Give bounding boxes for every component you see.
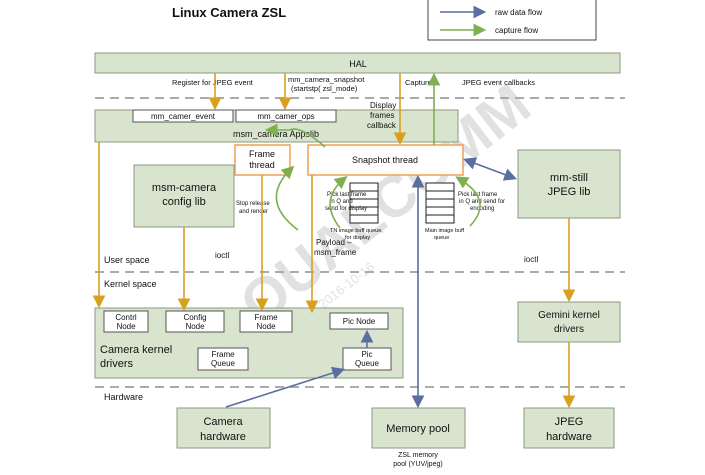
- layer-kernel-space: Kernel space: [104, 279, 157, 289]
- hal-label: HAL: [349, 59, 367, 69]
- legend-capture-label: capture flow: [495, 26, 538, 35]
- note-tn-buf-2: for display: [345, 235, 370, 241]
- pic-queue-label-1: Pic: [361, 350, 372, 359]
- camera-kernel-drivers-label-2: drivers: [100, 358, 134, 370]
- tn-buffer-queue: [349, 182, 379, 224]
- note-pick-encode-2: in Q and send for: [459, 199, 505, 205]
- note-ioctl-left: ioctl: [215, 251, 229, 260]
- appslib-ops-label: mm_camer_ops: [257, 112, 314, 121]
- still-lib-label-1: mm-still: [550, 172, 588, 184]
- note-snapshot-call-2: (startstp( zsl_mode): [291, 84, 358, 93]
- pic-node-label: Pic Node: [343, 317, 376, 326]
- arrow-snapshot-still-lib: [463, 157, 517, 181]
- note-payload-1: Payload –: [316, 238, 352, 247]
- arrow-stop-release: [275, 165, 299, 231]
- note-stop-release-1: Stop release: [236, 201, 270, 207]
- still-lib-box: [517, 149, 621, 219]
- note-display-cb-3: callback: [367, 121, 397, 130]
- layer-hardware: Hardware: [104, 392, 143, 402]
- frame-thread-label-1: Frame: [249, 149, 275, 159]
- hal-box: [94, 52, 621, 74]
- layer-user-space: User space: [104, 255, 150, 265]
- note-capture: Capture: [405, 78, 432, 87]
- jpeg-hardware-box: [523, 407, 615, 449]
- arrow-pick-encode: [455, 176, 481, 227]
- zsl-pool-label-1: ZSL memory: [398, 452, 438, 459]
- snapshot-thread-label: Snapshot thread: [352, 155, 418, 165]
- diagram-title: Linux Camera ZSL: [172, 5, 286, 20]
- gemini-drivers-label-1: Gemini kernel: [538, 310, 600, 321]
- config-node-label-1: Config: [183, 313, 206, 322]
- note-ioctl-right: ioctl: [524, 255, 538, 264]
- note-stop-release-2: and render: [239, 209, 268, 215]
- snapshot-thread-box: [307, 144, 464, 176]
- config-lib-label-1: msm-camera: [152, 182, 217, 194]
- appslib-event-label: mm_camer_event: [151, 112, 216, 121]
- arrow-pick-display: [329, 175, 348, 229]
- frame-queue-label-2: Queue: [211, 359, 236, 368]
- pic-node-box: [329, 312, 389, 330]
- appslib-event-box: [132, 109, 234, 123]
- jpeg-hardware-label-2: hardware: [546, 431, 592, 443]
- frame-node-label-2: Node: [256, 322, 276, 331]
- legend: raw data flow capture flow: [427, 0, 597, 41]
- note-main-buf-2: queue: [434, 235, 449, 241]
- zsl-pool-label-2: pool (YUV/jpeg): [393, 461, 442, 468]
- note-pick-display-2: in Q and: [330, 199, 353, 205]
- frame-node-label-1: Frame: [254, 313, 278, 322]
- camera-hardware-label-1: Camera: [203, 416, 243, 428]
- note-pick-encode-3: encoding: [470, 206, 494, 212]
- note-display-cb-2: frames: [370, 111, 394, 120]
- note-register-jpeg: Register for JPEG event: [172, 78, 254, 87]
- memory-pool-label: Memory pool: [386, 423, 450, 435]
- gemini-drivers-box: [517, 301, 621, 343]
- note-pick-display-3: send for display: [325, 206, 367, 212]
- config-lib-label-2: config lib: [162, 196, 205, 208]
- config-lib-box: [133, 164, 235, 228]
- camera-kernel-drivers-label-1: Camera kernel: [100, 344, 172, 356]
- note-display-cb-1: Display: [370, 101, 396, 110]
- camera-hardware-box: [176, 407, 271, 449]
- main-buffer-queue: [425, 182, 455, 224]
- pic-queue-label-2: Queue: [355, 359, 380, 368]
- legend-box: [427, 0, 597, 41]
- note-payload-2: msm_frame: [314, 248, 357, 257]
- arrow-display-callback: [264, 123, 326, 148]
- still-lib-label-2: JPEG lib: [548, 186, 591, 198]
- note-pick-display-1: Pick last frame: [327, 192, 367, 198]
- frame-queue-box: [197, 347, 249, 371]
- config-node-label-2: Node: [185, 322, 205, 331]
- control-node-label-1: Contrl: [115, 313, 137, 322]
- note-tn-buf-1: TN image buff queue,: [330, 228, 383, 234]
- frame-thread-label-2: thread: [249, 160, 275, 170]
- gemini-drivers-label-2: drivers: [554, 324, 584, 335]
- note-snapshot-call-1: mm_camera_snapshot: [288, 75, 365, 84]
- config-node-box: [165, 310, 225, 333]
- control-node-box: [103, 310, 149, 333]
- jpeg-hardware-label-1: JPEG: [555, 416, 584, 428]
- note-main-buf-1: Main image buff: [425, 228, 465, 234]
- note-jpeg-callbacks: JPEG event callbacks: [462, 78, 535, 87]
- control-node-label-2: Node: [116, 322, 136, 331]
- note-pick-encode-1: Pick last frame: [458, 192, 498, 198]
- arrow-camera-hw-pic-queue: [225, 366, 346, 408]
- frame-queue-label-1: Frame: [211, 350, 235, 359]
- legend-raw-label: raw data flow: [495, 8, 542, 17]
- camera-hardware-label-2: hardware: [200, 431, 246, 443]
- memory-pool-box: [371, 407, 466, 449]
